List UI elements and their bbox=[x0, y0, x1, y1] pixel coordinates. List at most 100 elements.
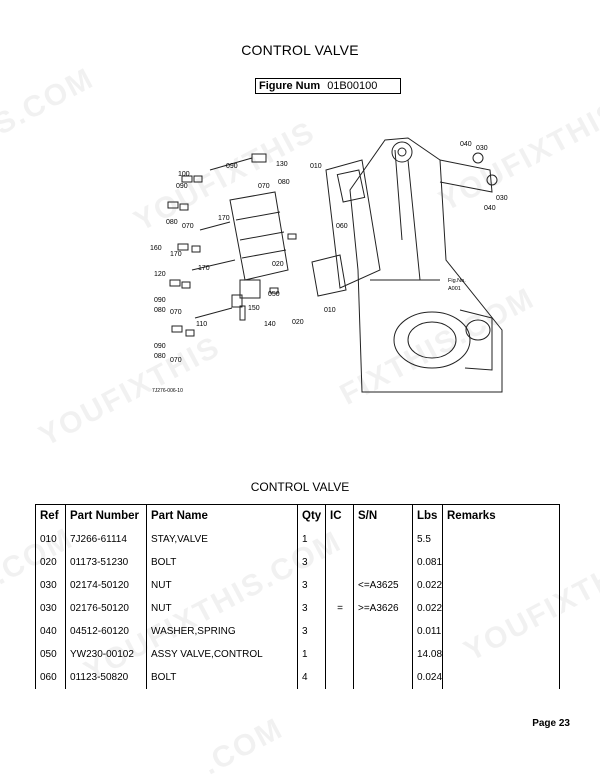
cell-ic bbox=[325, 574, 354, 597]
cell-lbs: 0.011 bbox=[412, 620, 443, 643]
cell-part-name: ASSY VALVE,CONTROL bbox=[146, 643, 298, 666]
table-row: 030 02174-50120 NUT 3 <=A3625 0.022 bbox=[35, 574, 560, 597]
col-ref: Ref bbox=[35, 504, 66, 528]
table-row: 030 02176-50120 NUT 3 = >=A3626 0.022 bbox=[35, 597, 560, 620]
figure-number-value: 01B00100 bbox=[327, 80, 378, 92]
cell-lbs: 0.081 bbox=[412, 551, 443, 574]
cell-sn bbox=[353, 528, 413, 551]
cell-remarks bbox=[442, 666, 560, 689]
callout-label: 150 bbox=[248, 305, 260, 312]
parts-table: Ref Part Number Part Name Qty IC S/N Lbs… bbox=[35, 504, 560, 689]
callout-label: 070 bbox=[170, 309, 182, 316]
callout-label: 040 bbox=[484, 205, 496, 212]
cell-qty: 1 bbox=[297, 643, 326, 666]
callout-label: 080 bbox=[154, 353, 166, 360]
table-row: 020 01173-51230 BOLT 3 0.081 bbox=[35, 551, 560, 574]
cell-ic bbox=[325, 643, 354, 666]
callout-label: 010 bbox=[324, 307, 336, 314]
cell-part-name: NUT bbox=[146, 574, 298, 597]
col-sn: S/N bbox=[353, 504, 413, 528]
cell-remarks bbox=[442, 574, 560, 597]
cell-part-name: BOLT bbox=[146, 666, 298, 689]
callout-label: 170 bbox=[170, 251, 182, 258]
cell-ic bbox=[325, 666, 354, 689]
cell-qty: 3 bbox=[297, 574, 326, 597]
callout-label: 020 bbox=[272, 261, 284, 268]
callout-label: 020 bbox=[292, 319, 304, 326]
figure-number-label: Figure Num bbox=[259, 80, 321, 92]
cell-lbs: 0.022 bbox=[412, 574, 443, 597]
callout-label: 080 bbox=[278, 179, 290, 186]
cell-ic bbox=[325, 620, 354, 643]
cell-part-number: YW230-00102 bbox=[65, 643, 147, 666]
cell-sn: >=A3626 bbox=[353, 597, 413, 620]
table-title: CONTROL VALVE bbox=[250, 480, 350, 494]
callout-label: 010 bbox=[310, 163, 322, 170]
cell-remarks bbox=[442, 643, 560, 666]
cell-sn bbox=[353, 666, 413, 689]
callout-label: 070 bbox=[170, 357, 182, 364]
cell-lbs: 5.5 bbox=[412, 528, 443, 551]
cell-lbs: 0.022 bbox=[412, 597, 443, 620]
callout-label: 160 bbox=[150, 245, 162, 252]
cell-qty: 3 bbox=[297, 551, 326, 574]
callout-label: 110 bbox=[196, 321, 207, 328]
cell-qty: 1 bbox=[297, 528, 326, 551]
table-header-row: Ref Part Number Part Name Qty IC S/N Lbs… bbox=[35, 504, 560, 528]
figure-number-box: Figure Num 01B00100 bbox=[255, 78, 401, 94]
cell-sn bbox=[353, 551, 413, 574]
callout-label: 070 bbox=[182, 223, 194, 230]
callout-label: 090 bbox=[154, 297, 166, 304]
callout-label: 170 bbox=[198, 265, 210, 272]
col-lbs: Lbs bbox=[412, 504, 443, 528]
table-row: 040 04512-60120 WASHER,SPRING 3 0.011 bbox=[35, 620, 560, 643]
callout-label: 040 bbox=[460, 141, 472, 148]
callout-label: 120 bbox=[154, 271, 166, 278]
fig-ref-label: A001 bbox=[448, 286, 461, 292]
parts-diagram: 040 030 010 090 130 100 090 070 080 080 … bbox=[150, 137, 508, 394]
cell-remarks bbox=[442, 597, 560, 620]
cell-sn bbox=[353, 620, 413, 643]
cell-remarks bbox=[442, 620, 560, 643]
cell-ref: 030 bbox=[35, 574, 66, 597]
cell-sn: <=A3625 bbox=[353, 574, 413, 597]
col-ic: IC bbox=[325, 504, 354, 528]
cell-part-number: 02174-50120 bbox=[65, 574, 147, 597]
cell-remarks bbox=[442, 528, 560, 551]
callout-label: 170 bbox=[218, 215, 230, 222]
col-part-number: Part Number bbox=[65, 504, 147, 528]
col-qty: Qty bbox=[297, 504, 326, 528]
fig-ref-label: Fig.No. bbox=[448, 278, 466, 284]
cell-ref: 040 bbox=[35, 620, 66, 643]
cell-part-number: 04512-60120 bbox=[65, 620, 147, 643]
callout-label: 090 bbox=[154, 343, 166, 350]
cell-ic bbox=[325, 528, 354, 551]
callout-label: 080 bbox=[154, 307, 166, 314]
page-number: Page 23 bbox=[532, 718, 570, 729]
cell-ref: 060 bbox=[35, 666, 66, 689]
watermark: .COM bbox=[197, 711, 289, 782]
cell-ref: 020 bbox=[35, 551, 66, 574]
callout-label: 090 bbox=[176, 183, 188, 190]
callout-label: 060 bbox=[336, 223, 348, 230]
page-title: CONTROL VALVE bbox=[241, 42, 359, 58]
cell-part-number: 01173-51230 bbox=[65, 551, 147, 574]
callout-label: 130 bbox=[276, 161, 288, 168]
cell-remarks bbox=[442, 551, 560, 574]
cell-part-name: STAY,VALVE bbox=[146, 528, 298, 551]
cell-qty: 3 bbox=[297, 597, 326, 620]
table-row: 060 01123-50820 BOLT 4 0.024 bbox=[35, 666, 560, 689]
callout-label: 030 bbox=[496, 195, 508, 202]
cell-part-number: 7J266-61114 bbox=[65, 528, 147, 551]
cell-ic bbox=[325, 551, 354, 574]
cell-ref: 050 bbox=[35, 643, 66, 666]
cell-part-name: BOLT bbox=[146, 551, 298, 574]
watermark: S.COM bbox=[0, 61, 100, 142]
cell-lbs: 0.024 bbox=[412, 666, 443, 689]
cell-ic: = bbox=[325, 597, 354, 620]
table-row: 010 7J266-61114 STAY,VALVE 1 5.5 bbox=[35, 528, 560, 551]
cell-qty: 4 bbox=[297, 666, 326, 689]
table-row: 050 YW230-00102 ASSY VALVE,CONTROL 1 14.… bbox=[35, 643, 560, 666]
callout-label: 090 bbox=[226, 163, 238, 170]
cell-part-number: 02176-50120 bbox=[65, 597, 147, 620]
